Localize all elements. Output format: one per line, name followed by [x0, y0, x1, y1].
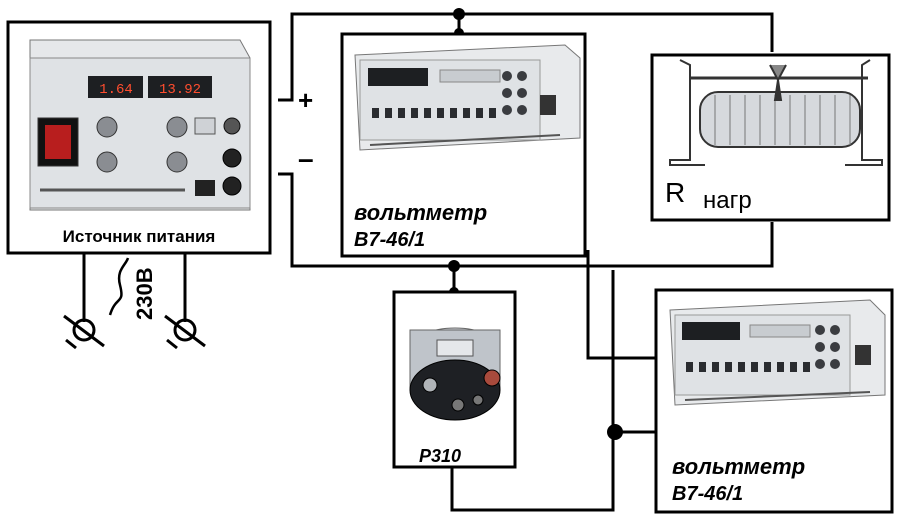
display-right-value: 13.92: [159, 82, 201, 98]
plug-terminal-left-icon: [64, 316, 104, 348]
resistance-coil-icon: [410, 328, 500, 420]
display-left-value: 1.64: [99, 82, 133, 98]
terminal-icon: [224, 118, 240, 134]
voltmeter-bottom-display: [682, 322, 740, 340]
knob-icon: [97, 152, 117, 172]
voltmeter-bottom-block: вольтметр В7-46/1: [656, 290, 892, 512]
load-label-main: R: [665, 177, 685, 208]
knob-icon: [97, 117, 117, 137]
terminal-icon: [223, 177, 241, 195]
voltmeter-top-label-line1: вольтметр: [354, 200, 487, 225]
terminal-icon: [223, 149, 241, 167]
junction-dot-minus: [448, 260, 460, 272]
mains-voltage-label: 230В: [132, 267, 157, 320]
voltmeter-top-block: вольтметр В7-46/1: [342, 34, 585, 256]
power-supply-block: 1.64 13.92 Источник питания: [8, 22, 270, 253]
minus-sign: –: [298, 143, 314, 174]
junction-dot-bottom: [607, 424, 623, 440]
knob-icon: [167, 152, 187, 172]
voltmeter-top-display: [368, 68, 428, 86]
load-label-sub: нагр: [703, 187, 752, 214]
voltmeter-top-label-line2: В7-46/1: [354, 229, 425, 251]
plug-terminal-right-icon: [165, 316, 205, 348]
ac-tilde-icon: [110, 258, 128, 315]
p310-label: Р310: [419, 446, 461, 466]
power-supply-label: Источник питания: [63, 227, 216, 246]
p310-block: Р310: [394, 292, 515, 467]
voltmeter-bottom-label-line2: В7-46/1: [672, 483, 743, 505]
voltmeter-bottom-label-line1: вольтметр: [672, 454, 805, 479]
plus-sign: +: [298, 85, 313, 115]
load-resistor-block: R нагр: [652, 55, 889, 220]
knob-icon: [167, 117, 187, 137]
junction-dot-top: [453, 8, 465, 20]
